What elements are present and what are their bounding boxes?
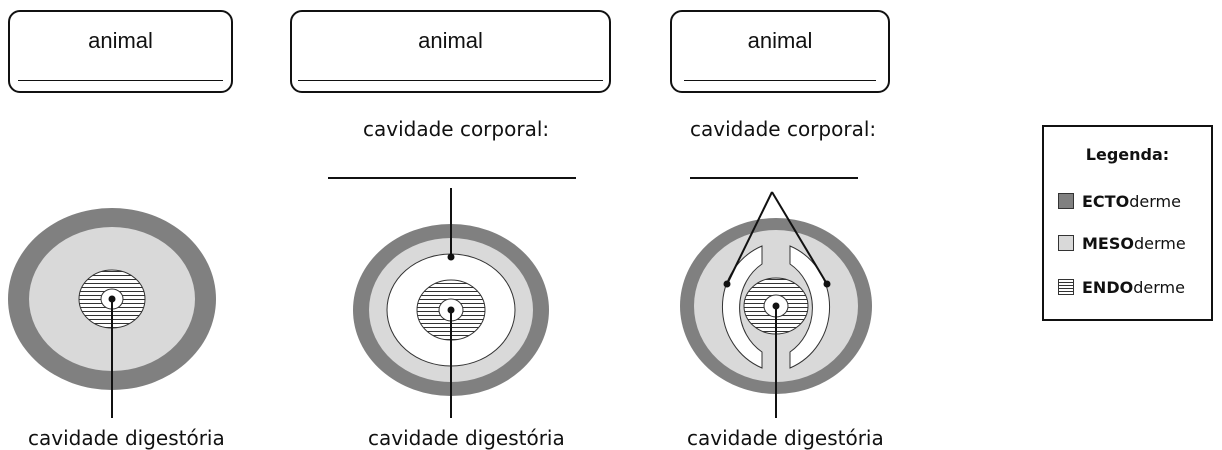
endoderm-swatch: [1058, 279, 1074, 295]
legend-endoderm-bold: ENDO: [1082, 278, 1133, 297]
digestive-caption-2: cavidade digestória: [368, 426, 565, 450]
legend-ectoderm-bold: ECTO: [1082, 192, 1129, 211]
mesoderm-swatch: [1058, 235, 1074, 251]
legend-ectoderm-rest: derme: [1129, 192, 1181, 211]
coelomate-diagram: [680, 192, 872, 418]
digestive-caption-1: cavidade digestória: [28, 426, 225, 450]
legend-mesoderm-rest: derme: [1134, 234, 1186, 253]
acoelomate-diagram: [8, 208, 216, 418]
digestive-caption-3: cavidade digestória: [687, 426, 884, 450]
legend-title: Legenda:: [1044, 145, 1211, 164]
ectoderm-swatch: [1058, 193, 1074, 209]
legend-mesoderm-bold: MESO: [1082, 234, 1134, 253]
legend-endoderm-rest: derme: [1133, 278, 1185, 297]
pseudocoelomate-diagram: [353, 188, 549, 418]
